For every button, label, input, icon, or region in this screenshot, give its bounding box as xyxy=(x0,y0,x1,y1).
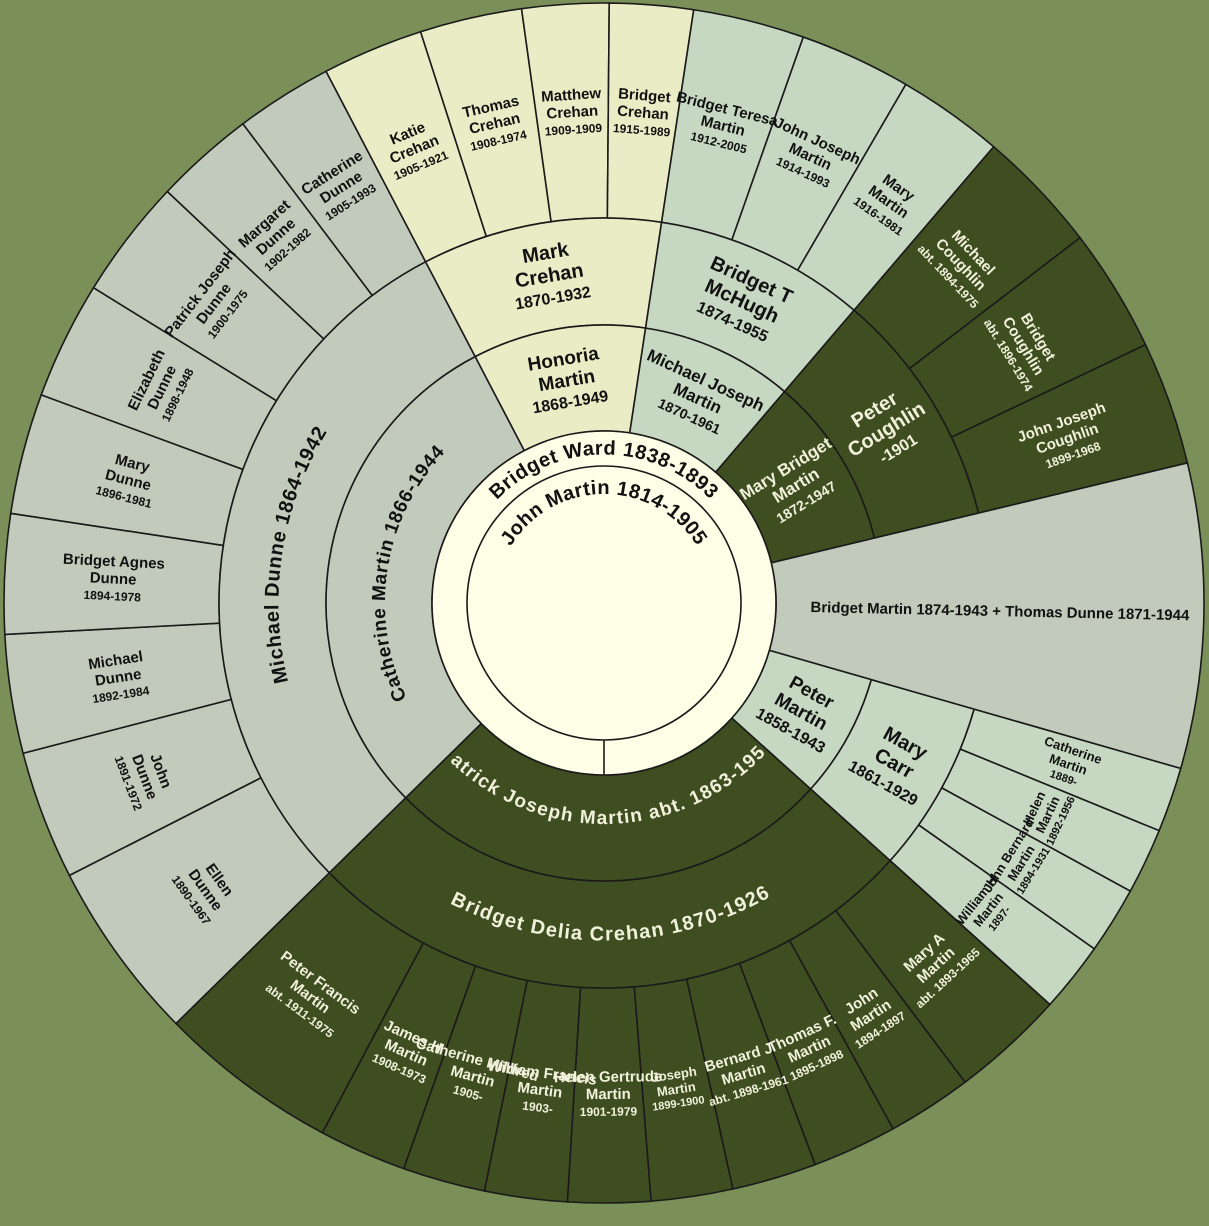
label-helen-gertrude-martin-line-2: Martin xyxy=(586,1086,631,1103)
label-bridget-crehan-line-2: Crehan xyxy=(617,103,670,124)
center-inner-circle[interactable] xyxy=(466,465,742,741)
label-bridget-crehan-line-1: Bridget xyxy=(618,85,672,106)
label-joseph-martin-line-1: Joseph xyxy=(650,1064,697,1086)
label-helen-gertrude-martin-line-1: Helen Gertrude xyxy=(554,1068,663,1086)
label-matthew-crehan-line-1: Matthew xyxy=(541,85,602,106)
label-bridget-agnes-dunne-line-1: Bridget Agnes xyxy=(63,551,166,573)
label-michael-dunne-child-line-2: Dunne xyxy=(94,666,143,690)
label-matthew-crehan-line-2: Crehan xyxy=(546,102,599,122)
label-william-francis-martin-line-2: Martin xyxy=(516,1079,563,1102)
label-bridget-crehan-line-3: 1915-1989 xyxy=(612,121,671,140)
label-helen-gertrude-martin-line-3: 1901-1979 xyxy=(580,1104,638,1119)
label-bridget-agnes-dunne-line-2: Dunne xyxy=(89,569,136,588)
label-matthew-crehan-line-3: 1909-1909 xyxy=(544,121,602,139)
segments-layer xyxy=(3,2,1205,1204)
label-william-francis-martin-line-3: 1903- xyxy=(521,1098,553,1116)
label-joseph-martin-line-2: Martin xyxy=(656,1079,697,1100)
label-bridget-agnes-dunne-line-3: 1894-1978 xyxy=(83,588,141,605)
